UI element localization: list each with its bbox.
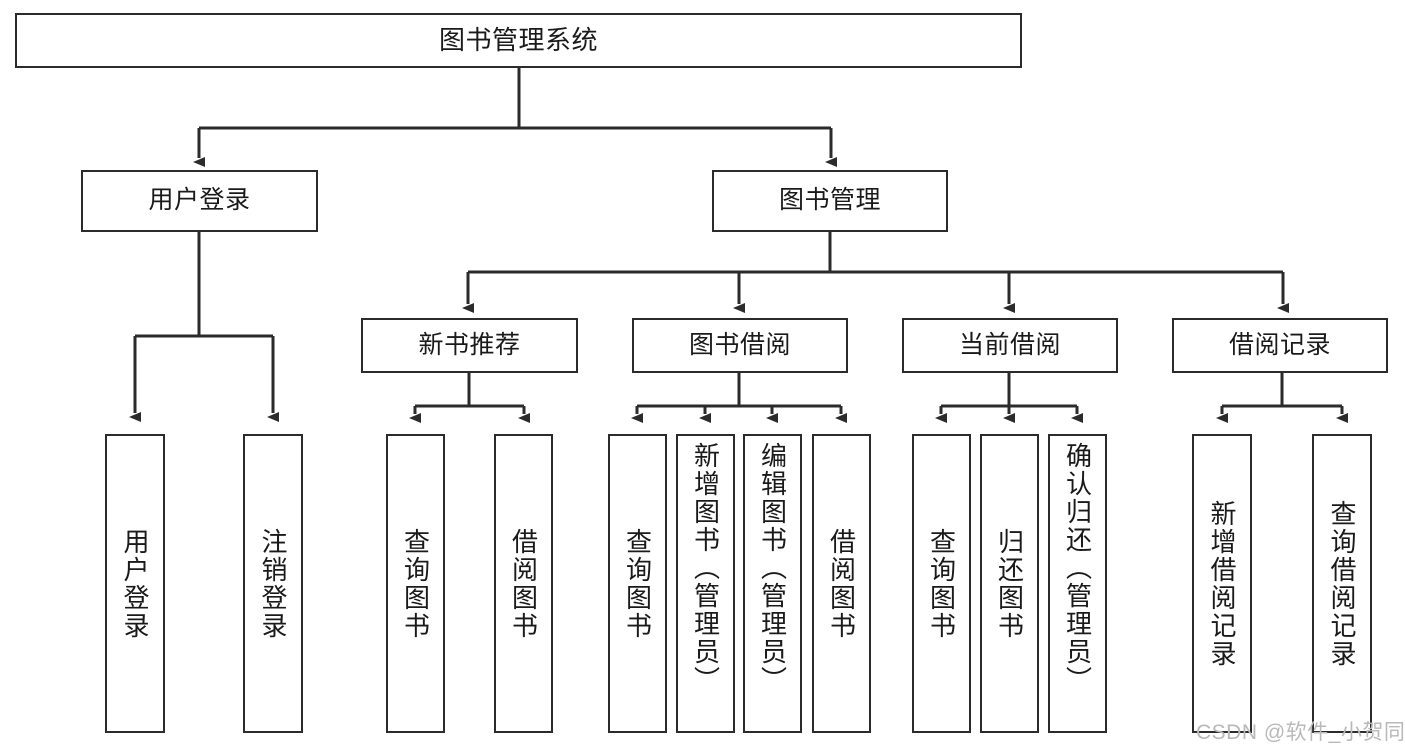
watermark: CSDN @软件_小贺同学 — [1196, 721, 1405, 744]
node-borrow-record[interactable]: 借阅记录 — [1172, 318, 1388, 373]
node-leaf-query-book-2-label: 查询图书 — [622, 527, 653, 640]
node-leaf-query-book-1[interactable]: 查询图书 — [386, 434, 445, 733]
node-leaf-edit-book[interactable]: 编辑图书（管理员） — [743, 434, 802, 733]
node-leaf-add-book-label: 新增图书（管理员） — [690, 442, 721, 694]
node-leaf-user-login[interactable]: 用户登录 — [105, 434, 165, 733]
node-book-borrow[interactable]: 图书借阅 — [632, 318, 848, 373]
node-leaf-query-book-2[interactable]: 查询图书 — [608, 434, 667, 733]
node-leaf-borrow-book-1[interactable]: 借阅图书 — [494, 434, 553, 733]
node-leaf-return-book[interactable]: 归还图书 — [980, 434, 1039, 733]
node-user-login[interactable]: 用户登录 — [81, 170, 318, 232]
node-leaf-add-record[interactable]: 新增借阅记录 — [1192, 434, 1252, 733]
node-new-book-recommend[interactable]: 新书推荐 — [361, 318, 578, 373]
node-leaf-borrow-book-2[interactable]: 借阅图书 — [812, 434, 871, 733]
node-book-manage[interactable]: 图书管理 — [712, 170, 948, 232]
node-leaf-borrow-book-1-label: 借阅图书 — [508, 527, 539, 640]
node-root[interactable]: 图书管理系统 — [15, 13, 1022, 68]
node-leaf-query-book-3[interactable]: 查询图书 — [912, 434, 971, 733]
node-new-book-recommend-label: 新书推荐 — [418, 330, 521, 359]
node-leaf-confirm-return[interactable]: 确认归还（管理员） — [1048, 434, 1107, 733]
node-leaf-query-book-3-label: 查询图书 — [926, 527, 957, 640]
node-current-borrow-label: 当前借阅 — [958, 330, 1061, 359]
node-leaf-edit-book-label: 编辑图书（管理员） — [757, 442, 788, 694]
node-current-borrow[interactable]: 当前借阅 — [902, 318, 1118, 373]
node-borrow-record-label: 借阅记录 — [1228, 330, 1331, 359]
node-book-borrow-label: 图书借阅 — [688, 330, 791, 359]
node-leaf-confirm-return-label: 确认归还（管理员） — [1062, 442, 1093, 694]
node-root-label: 图书管理系统 — [438, 25, 598, 56]
node-user-login-label: 用户登录 — [148, 186, 251, 215]
node-leaf-add-book[interactable]: 新增图书（管理员） — [676, 434, 735, 733]
node-leaf-query-book-1-label: 查询图书 — [400, 527, 431, 640]
node-leaf-add-record-label: 新增借阅记录 — [1207, 499, 1238, 668]
node-leaf-logout-login[interactable]: 注销登录 — [243, 434, 303, 733]
node-leaf-logout-login-label: 注销登录 — [258, 527, 289, 640]
node-book-manage-label: 图书管理 — [778, 186, 881, 215]
node-leaf-query-record[interactable]: 查询借阅记录 — [1312, 434, 1372, 733]
node-leaf-query-record-label: 查询借阅记录 — [1327, 499, 1358, 668]
node-leaf-user-login-label: 用户登录 — [120, 527, 151, 640]
node-leaf-borrow-book-2-label: 借阅图书 — [826, 527, 857, 640]
node-leaf-return-book-label: 归还图书 — [994, 527, 1025, 640]
